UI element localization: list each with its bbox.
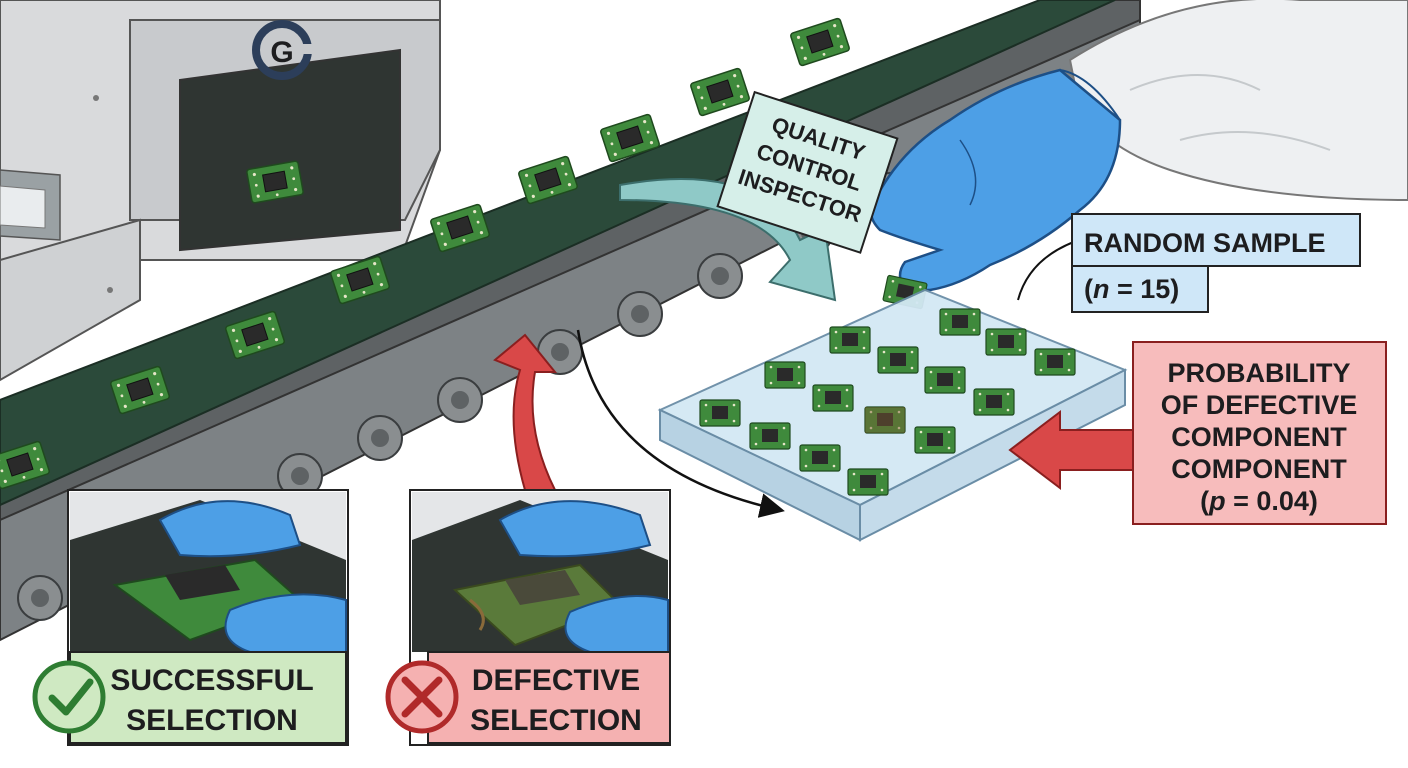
- random-sample-param: (n = 15): [1084, 274, 1179, 304]
- tray-chip: [749, 422, 791, 450]
- red-left-arrow: [1008, 409, 1136, 491]
- flow-arrow: [576, 329, 785, 518]
- defective-selection-panel: DEFECTIVE SELECTION: [385, 489, 671, 746]
- logo-letter: G: [270, 36, 293, 69]
- red-up-arrow: [493, 333, 558, 491]
- tray-chip: [877, 346, 919, 374]
- glove-top: [498, 500, 652, 558]
- tray-chip: [847, 468, 889, 496]
- tray-chip: [914, 426, 956, 454]
- belt-chip: [789, 17, 851, 67]
- belt-chip: [689, 67, 751, 117]
- random-sample-label: RANDOM SAMPLE (n = 15): [1071, 213, 1361, 313]
- inspector-arm: [1068, 0, 1408, 202]
- probability-line: PROBABILITY: [1167, 358, 1350, 388]
- probability-line: OF DEFECTIVE: [1161, 390, 1358, 420]
- tray-chip: [924, 366, 966, 394]
- success-line: SUCCESSFUL: [110, 664, 313, 697]
- defect-line: DEFECTIVE: [472, 664, 640, 697]
- random-sample-title: RANDOM SAMPLE: [1084, 228, 1326, 258]
- x-circle-icon: [385, 660, 459, 734]
- tray-chip: [799, 444, 841, 472]
- inspector-label: QUALITY CONTROL INSPECTOR: [716, 90, 899, 254]
- probability-label: PROBABILITY OF DEFECTIVE COMPONENT COMPO…: [1132, 341, 1387, 525]
- glove-top: [158, 500, 302, 558]
- tray-chip: [699, 399, 741, 427]
- probability-line: COMPONENT: [1171, 454, 1347, 484]
- machine-logo: G: [252, 20, 312, 80]
- glove-bottom: [224, 593, 347, 653]
- success-line: SELECTION: [126, 704, 298, 737]
- probability-line: COMPONENT: [1171, 422, 1347, 452]
- glove-bottom: [564, 595, 669, 653]
- successful-selection-panel: SUCCESSFUL SELECTION: [32, 489, 349, 746]
- probability-param: (p = 0.04): [1200, 486, 1318, 516]
- tray-chip: [812, 384, 854, 412]
- teal-arrow: [619, 178, 837, 302]
- defective-tray-chip: [864, 406, 906, 434]
- inspection-machine: [0, 0, 441, 382]
- tray-chip: [939, 308, 981, 336]
- tray-chip: [764, 361, 806, 389]
- tray-chip: [1034, 348, 1076, 376]
- defect-line: SELECTION: [470, 704, 642, 737]
- check-circle-icon: [32, 660, 106, 734]
- tray-chip: [829, 326, 871, 354]
- tray-chip: [973, 388, 1015, 416]
- tray-chip: [985, 328, 1027, 356]
